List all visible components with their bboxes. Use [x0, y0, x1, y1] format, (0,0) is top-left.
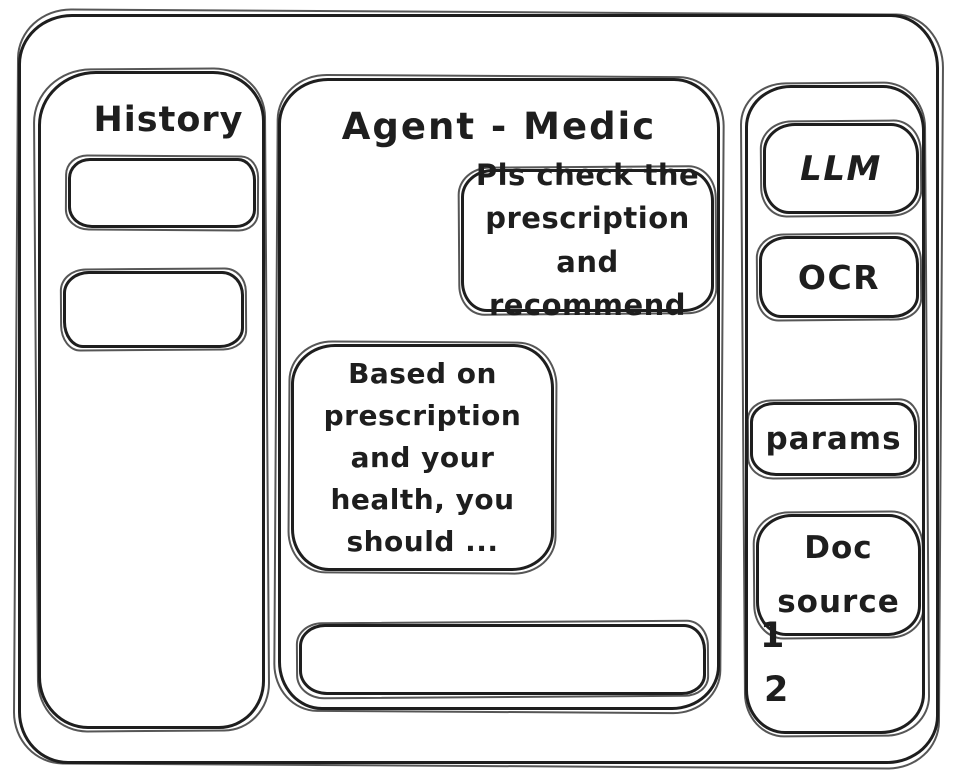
chat-title: Agent - Medic [341, 105, 657, 148]
llm-button[interactable]: LLM [763, 123, 919, 214]
doc-source-item-1[interactable]: 1 [760, 616, 785, 656]
ocr-button[interactable]: OCR [759, 236, 919, 318]
history-item-1[interactable] [68, 158, 256, 228]
tools-panel: LLM OCR params Doc source 1 2 [745, 85, 925, 734]
message-input[interactable] [302, 627, 703, 692]
params-button[interactable]: params [750, 402, 917, 476]
app-window-frame: History Agent - Medic Pls check the pres… [18, 14, 939, 764]
chat-panel: Agent - Medic Pls check the prescription… [278, 78, 720, 710]
user-message-bubble: Pls check the prescription and recommend [461, 158, 714, 322]
doc-source-item-2[interactable]: 2 [764, 670, 789, 710]
history-title: History [93, 100, 244, 140]
doc-source-button[interactable]: Doc source [756, 514, 921, 636]
history-panel: History [38, 71, 265, 729]
agent-message-bubble: Based on prescription and your health, y… [291, 344, 554, 571]
message-input-box[interactable] [299, 624, 706, 695]
history-item-2[interactable] [63, 271, 244, 348]
